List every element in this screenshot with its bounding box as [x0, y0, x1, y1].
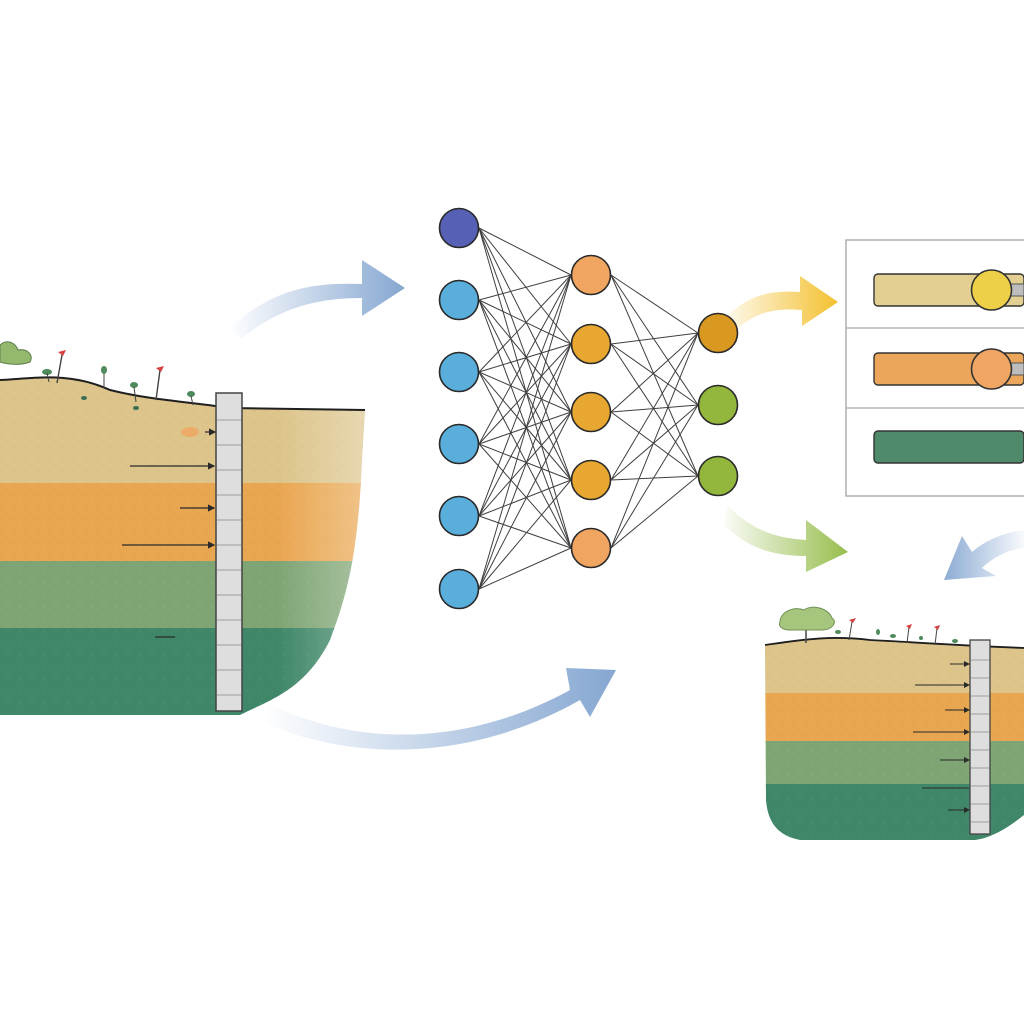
nn-connection	[478, 343, 572, 373]
nn-connection	[478, 299, 572, 345]
nn-connection	[610, 404, 699, 549]
plant-icon	[42, 366, 195, 410]
nn-connection	[478, 227, 572, 481]
borehole-column	[969, 639, 991, 835]
nn-connection	[478, 371, 572, 549]
nn-connection	[478, 443, 572, 549]
arrow-icon	[724, 506, 848, 572]
nn-connection	[478, 227, 572, 413]
output-node	[697, 384, 739, 426]
nn-connection	[478, 411, 572, 517]
sensor-arrows	[122, 428, 217, 638]
nn-connection	[478, 479, 572, 590]
output-bar-orange	[873, 348, 1024, 390]
hidden-node	[570, 391, 612, 433]
nn-connection	[610, 274, 699, 334]
right-soil-cross-section	[764, 606, 1024, 840]
nn-connection	[610, 274, 699, 406]
arrow-icon	[228, 260, 405, 338]
input-node	[438, 351, 480, 393]
output-bar-sand	[873, 269, 1024, 311]
nn-connection	[478, 411, 572, 445]
output-node	[697, 455, 739, 497]
nn-connection	[478, 227, 572, 276]
nn-connection	[610, 332, 699, 413]
nn-connection	[478, 274, 572, 590]
tree-icon	[779, 606, 835, 643]
nn-connection	[478, 274, 572, 373]
nn-connection	[478, 371, 572, 413]
nn-connection	[478, 299, 572, 413]
arrow-icon	[262, 668, 616, 750]
borehole-column	[215, 392, 243, 712]
nn-connection	[610, 475, 699, 481]
bar-knob	[970, 269, 1013, 311]
nn-connection	[610, 404, 699, 481]
input-node	[438, 495, 480, 537]
flag-icon	[848, 618, 940, 646]
input-node	[438, 568, 480, 610]
nn-connection	[478, 343, 572, 590]
output-panel	[845, 239, 1024, 497]
nn-connection	[478, 547, 572, 590]
input-node	[438, 207, 480, 249]
flow-arrows	[228, 260, 1024, 750]
sensor-arrows	[913, 661, 970, 813]
bar-knob	[970, 348, 1013, 390]
nn-connection	[478, 343, 572, 517]
nn-connection	[478, 299, 572, 549]
ground-surface-line	[0, 376, 366, 411]
nn-connection	[610, 332, 699, 345]
flag-icon	[56, 350, 66, 384]
nn-connection	[478, 411, 572, 590]
flag-icon	[155, 366, 164, 401]
nn-connection	[478, 227, 572, 549]
nn-connection	[610, 475, 699, 549]
ground-surface-line	[764, 637, 1024, 649]
nn-connection	[478, 227, 572, 345]
output-node	[697, 312, 739, 354]
nn-connection	[478, 443, 572, 481]
nn-connection	[478, 274, 572, 445]
nn-connection	[610, 411, 699, 477]
nn-connection	[478, 274, 572, 517]
plant-icon	[835, 629, 958, 643]
hidden-node	[570, 323, 612, 365]
hidden-node	[570, 459, 612, 501]
nn-connection	[478, 371, 572, 481]
nn-connection	[610, 343, 699, 477]
hidden-node	[570, 254, 612, 296]
nn-connection	[478, 274, 572, 301]
arrow-icon	[728, 276, 838, 328]
tree-icon	[0, 341, 32, 365]
hidden-node	[570, 527, 612, 569]
nn-connection	[610, 343, 699, 406]
nn-connection	[610, 332, 699, 549]
nn-connection	[610, 332, 699, 481]
output-bar-green	[873, 430, 1024, 464]
nn-connection	[478, 479, 572, 517]
nn-connection	[610, 274, 699, 477]
left-soil-cross-section	[0, 341, 366, 715]
nn-connection	[478, 299, 572, 481]
arrow-icon	[944, 530, 1024, 580]
nn-connection	[478, 343, 572, 445]
input-node	[438, 423, 480, 465]
bar-track	[873, 430, 1024, 464]
nn-connection	[610, 404, 699, 413]
neural-network	[438, 207, 739, 610]
nn-connection	[478, 515, 572, 549]
input-node	[438, 279, 480, 321]
